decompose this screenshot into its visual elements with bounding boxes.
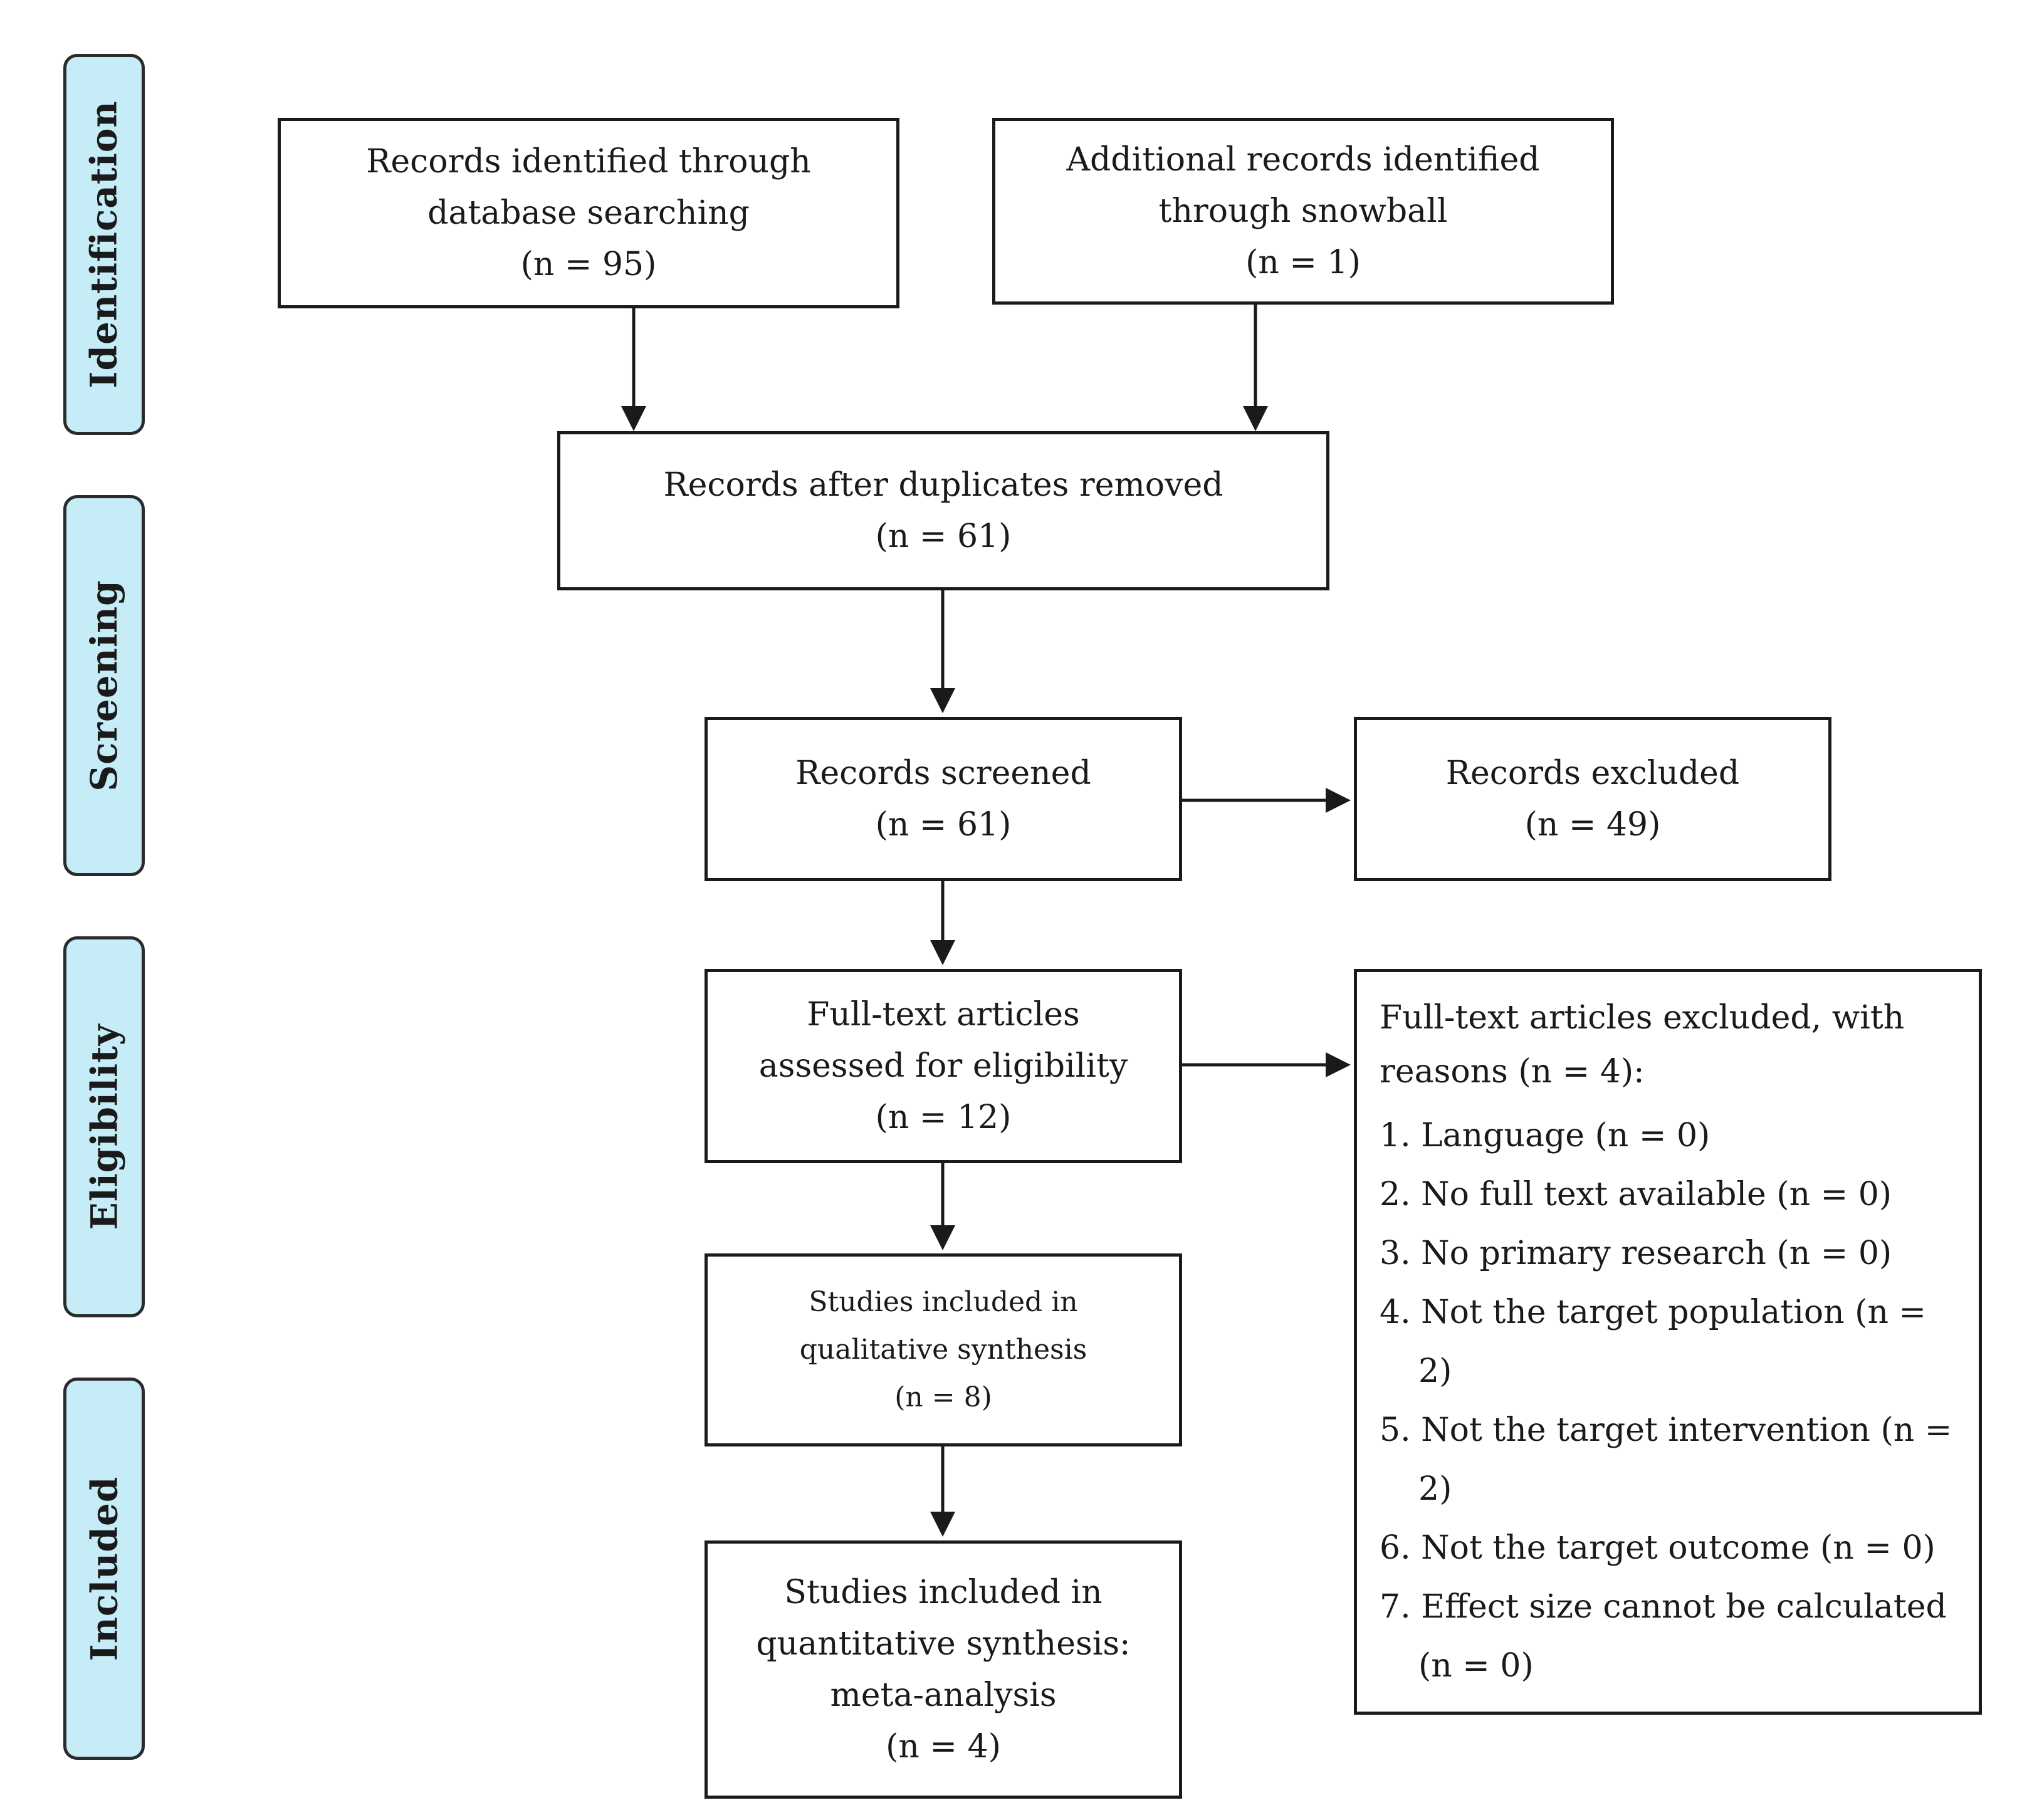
quantitative-line2: quantitative synthesis: — [756, 1625, 1131, 1663]
qualitative-line1: Studies included in — [809, 1286, 1078, 1318]
fulltext-count: (n = 12) — [875, 1099, 1012, 1136]
database-line2: database searching — [427, 194, 750, 232]
database-count: (n = 95) — [520, 246, 657, 283]
box-qualitative-synthesis: Studies included in qualitative synthesi… — [705, 1253, 1182, 1446]
box-fulltext-assessed: Full-text articles assessed for eligibil… — [705, 969, 1182, 1163]
quantitative-line1: Studies included in — [784, 1574, 1103, 1611]
box-deduplicated-records: Records after duplicates removed (n = 61… — [557, 431, 1329, 590]
box-snowball-records: Additional records identified through sn… — [992, 118, 1614, 305]
stage-eligibility: Eligibility — [63, 936, 145, 1317]
fulltext-line1: Full-text articles — [807, 996, 1080, 1033]
reason-item: 5. Not the target intervention (n = 2) — [1380, 1411, 1952, 1508]
snowball-line2: through snowball — [1158, 192, 1448, 230]
qualitative-count: (n = 8) — [894, 1381, 992, 1413]
quantitative-line3: meta-analysis — [830, 1676, 1057, 1714]
box-records-excluded: Records excluded (n = 49) — [1354, 717, 1831, 881]
deduplicated-line1: Records after duplicates removed — [663, 466, 1223, 504]
box-fulltext-excluded-reasons: Full-text articles excluded, with reason… — [1354, 969, 1982, 1715]
qualitative-line2: qualitative synthesis — [799, 1334, 1087, 1366]
snowball-count: (n = 1) — [1245, 244, 1361, 281]
reasons-heading-line1: Full-text articles excluded, with — [1380, 999, 1905, 1037]
reason-item: 3. No primary research (n = 0) — [1380, 1235, 1892, 1272]
deduplicated-count: (n = 61) — [875, 518, 1012, 555]
screened-line1: Records screened — [795, 755, 1091, 792]
box-quantitative-synthesis: Studies included in quantitative synthes… — [705, 1540, 1182, 1799]
excluded-line1: Records excluded — [1445, 755, 1740, 792]
quantitative-count: (n = 4) — [886, 1728, 1001, 1765]
fulltext-line2: assessed for eligibility — [758, 1047, 1128, 1085]
stage-included: Included — [63, 1378, 145, 1760]
box-database-records: Records identified through database sear… — [278, 118, 899, 308]
screened-count: (n = 61) — [875, 806, 1012, 844]
reason-item: 4. Not the target population (n = 2) — [1380, 1294, 1927, 1390]
reasons-heading-line2: reasons (n = 4): — [1380, 1053, 1645, 1090]
reason-item: 6. Not the target outcome (n = 0) — [1380, 1529, 1936, 1567]
excluded-count: (n = 49) — [1524, 806, 1661, 844]
snowball-line1: Additional records identified — [1066, 141, 1540, 179]
stage-screening: Screening — [63, 495, 145, 876]
database-line1: Records identified through — [366, 143, 811, 180]
reason-item: 2. No full text available (n = 0) — [1380, 1176, 1892, 1213]
reasons-heading: Full-text articles excluded, with reason… — [1380, 991, 1904, 1099]
stage-identification: Identification — [63, 54, 145, 435]
box-records-screened: Records screened (n = 61) — [705, 717, 1182, 881]
reason-item: 1. Language (n = 0) — [1380, 1117, 1711, 1154]
reason-item: 7. Effect size cannot be calculated (n =… — [1380, 1588, 1947, 1685]
